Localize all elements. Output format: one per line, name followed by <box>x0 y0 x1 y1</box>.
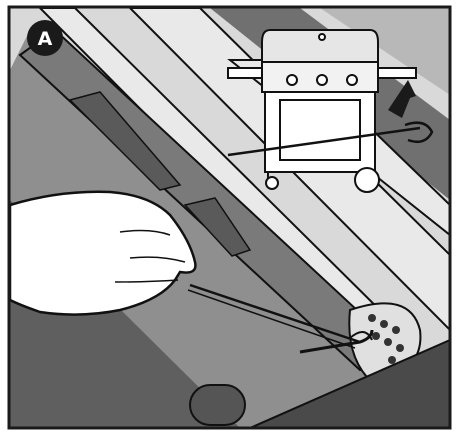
step-badge-icon: A <box>27 20 63 56</box>
step-label: A <box>38 28 53 50</box>
burner-knob-bottom <box>190 385 245 425</box>
